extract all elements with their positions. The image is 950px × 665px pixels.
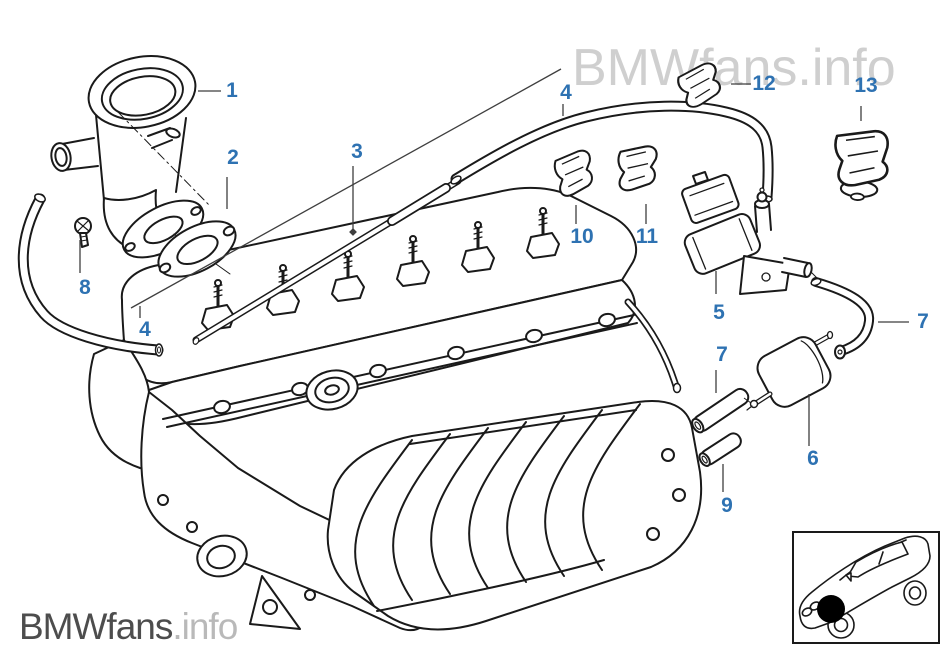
- site-logo: BMWfans.info: [19, 606, 238, 648]
- hose-7-right: [810, 277, 875, 360]
- tube-7-left: [691, 387, 752, 434]
- watermark-text: BMWfans.info: [572, 39, 896, 97]
- callout-2: 2: [227, 146, 239, 169]
- screw: [74, 217, 92, 248]
- callout-13: 13: [854, 74, 878, 97]
- oil-cap: [305, 369, 359, 411]
- filter: [746, 330, 834, 411]
- clip-10: [553, 149, 593, 197]
- callout-1: 1: [226, 79, 238, 102]
- clips: [553, 62, 889, 201]
- callout-6: 6: [807, 447, 819, 470]
- callout-12: 12: [752, 72, 776, 95]
- coil-towers: [201, 207, 560, 331]
- callout-3: 3: [351, 140, 363, 163]
- callout-11: 11: [635, 225, 659, 248]
- air-valve-assembly: [50, 55, 237, 278]
- callout-4-upper: 4: [560, 81, 572, 104]
- leader-lines: [79, 68, 909, 492]
- callout-7-right: 7: [917, 310, 929, 333]
- clip-12: [677, 62, 722, 108]
- callout-7-left: 7: [716, 343, 728, 366]
- part-location-dot: [817, 595, 845, 623]
- callout-10: 10: [570, 225, 594, 248]
- site-logo-suffix: .info: [172, 606, 238, 647]
- callout-8: 8: [79, 276, 91, 299]
- changeover-valve: [681, 171, 819, 295]
- site-logo-brand: BMWfans: [19, 606, 173, 647]
- callout-5: 5: [713, 301, 725, 324]
- clip-11: [617, 145, 658, 192]
- car-outline: [798, 535, 931, 639]
- valve-flange: [87, 55, 197, 129]
- tube-9: [698, 432, 742, 467]
- clip-13: [834, 129, 889, 201]
- car-location-thumbnail: [792, 531, 940, 644]
- engine-drawing: [88, 186, 703, 632]
- intake-manifold: [326, 400, 703, 631]
- callout-4-left: 4: [139, 318, 151, 341]
- callout-9: 9: [721, 494, 733, 517]
